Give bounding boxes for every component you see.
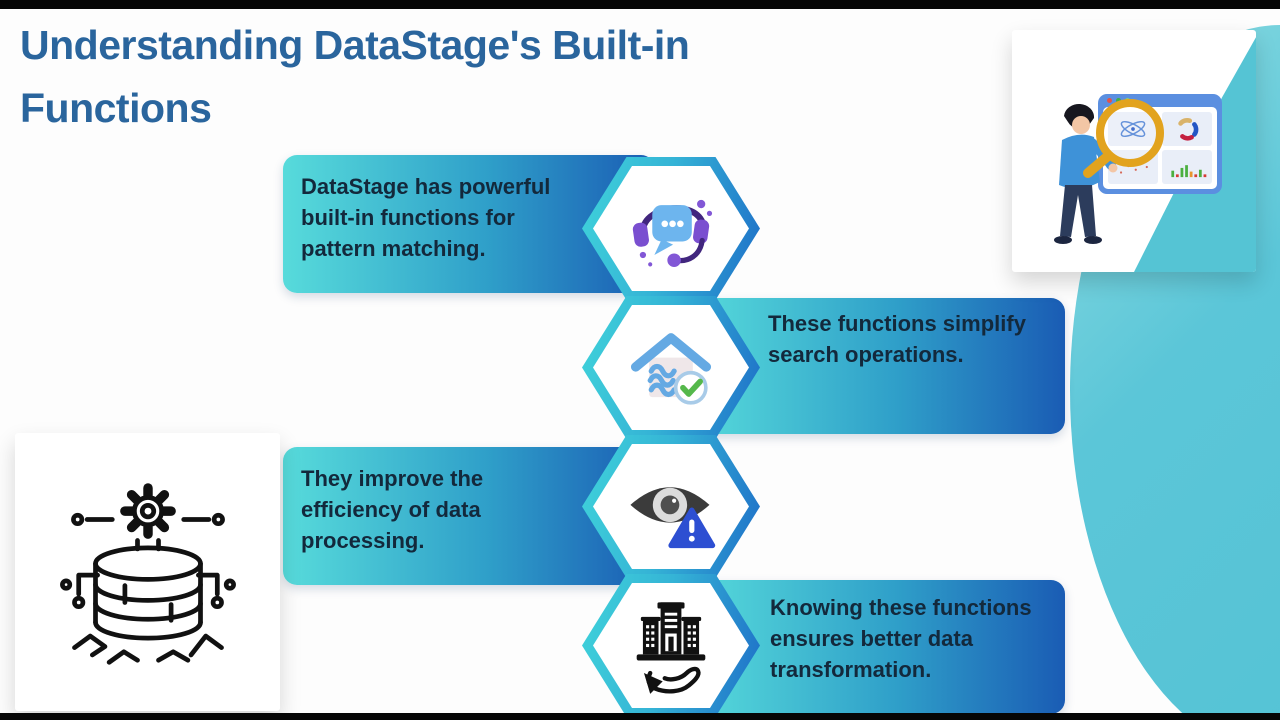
hexagon-3 xyxy=(582,435,760,578)
house-waves-check-icon xyxy=(630,332,712,405)
atom-icon xyxy=(1120,120,1146,138)
window-dot-green xyxy=(1116,98,1121,103)
donut-chart-panel xyxy=(1162,112,1212,146)
callout-text: They improve the efficiency of data proc… xyxy=(301,466,484,553)
top-letterbox-bar xyxy=(0,0,1280,9)
hexagon-2 xyxy=(582,296,760,439)
bottom-letterbox-bar xyxy=(0,713,1280,720)
bar-chart-panel xyxy=(1162,150,1212,184)
eye-warning-icon xyxy=(630,486,716,548)
person-with-magnifier xyxy=(1054,99,1164,244)
headset-chat-icon xyxy=(632,199,713,267)
page-title-line2: Functions xyxy=(20,85,212,131)
page-title-line1: Understanding DataStage's Built-in xyxy=(20,22,690,68)
window-dot-red xyxy=(1107,98,1112,103)
top-right-illustration-card xyxy=(1012,30,1256,272)
bar-chart-icon xyxy=(1171,165,1207,178)
callout-text: DataStage has powerful built-in function… xyxy=(301,174,551,261)
dashboard-window xyxy=(1098,94,1222,194)
donut-chart-icon xyxy=(1178,118,1199,141)
atom-chart-panel xyxy=(1108,112,1158,146)
hexagon-4 xyxy=(582,574,760,717)
callout-text: These functions simplify search operatio… xyxy=(768,311,1026,367)
page-title: Understanding DataStage's Built-in Funct… xyxy=(20,14,690,140)
database-gear-icon xyxy=(59,483,236,665)
callout-text: Knowing these functions ensures better d… xyxy=(770,595,1032,682)
hexagon-1 xyxy=(582,157,760,300)
hexagon-inner xyxy=(593,305,749,430)
bottom-left-illustration-card xyxy=(15,433,280,711)
building-hand-icon xyxy=(636,601,706,694)
